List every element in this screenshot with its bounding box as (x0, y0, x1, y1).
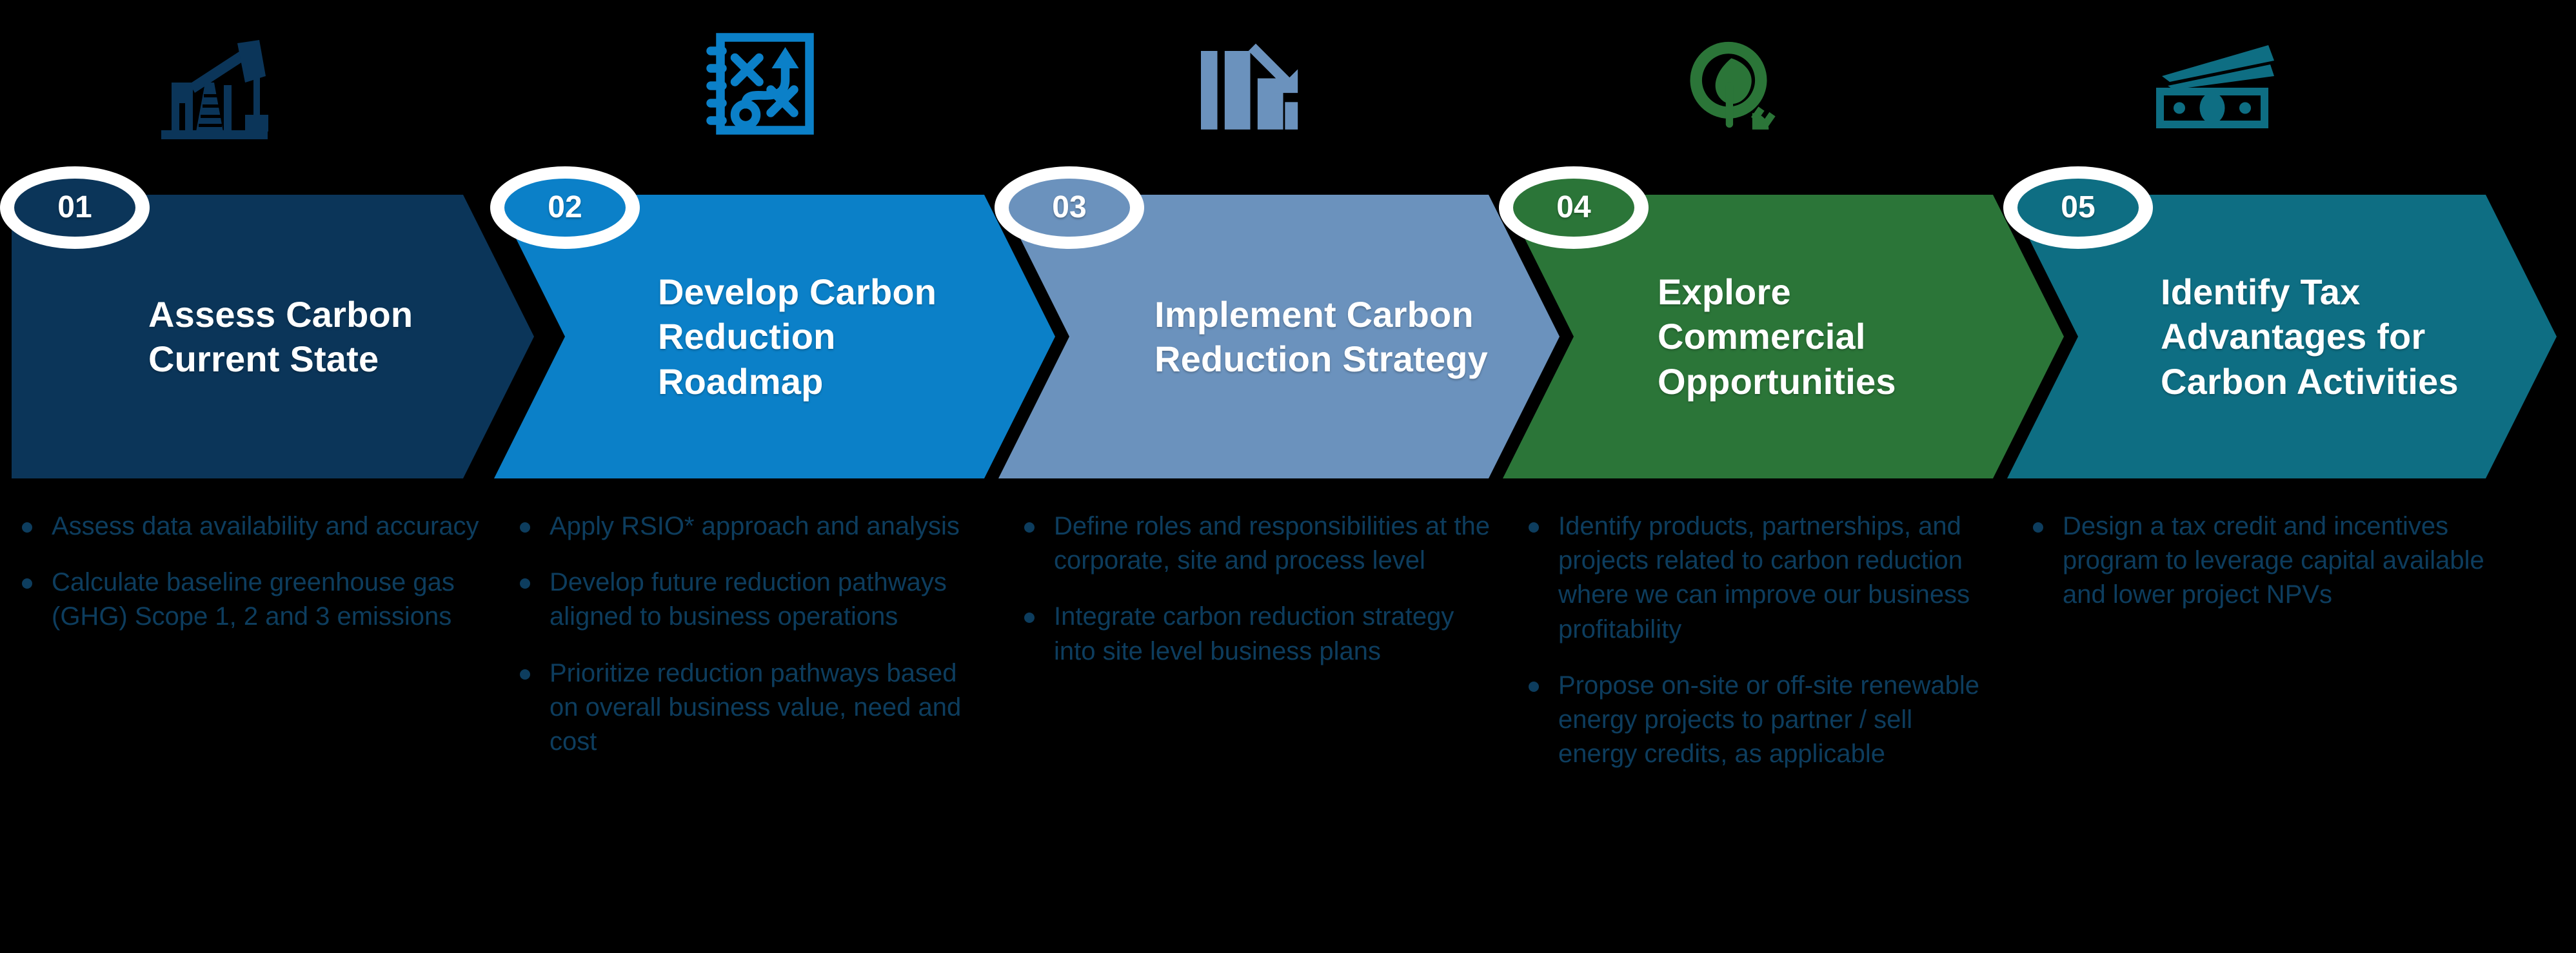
badge-step-4[interactable]: 04 (1499, 166, 1649, 249)
step-5-icon-slot (2115, 6, 2309, 161)
badge-5-inner: 05 (2017, 179, 2139, 237)
list-item: Identify products, partnerships, and pro… (1518, 509, 1996, 647)
badge-3-inner: 03 (1009, 179, 1130, 237)
step-1-icon-slot (116, 6, 310, 161)
list-item: Apply RSIO* approach and analysis (510, 509, 987, 544)
chevron-step-2[interactable] (494, 195, 1055, 478)
badge-step-1[interactable]: 01 (0, 166, 150, 249)
chevron-step-1[interactable] (12, 195, 534, 478)
badge-step-3[interactable]: 03 (995, 166, 1144, 249)
badge-4-inner: 04 (1513, 179, 1634, 237)
bullets-step-4: Identify products, partnerships, and pro… (1518, 509, 1996, 793)
step-3-icon-slot (1148, 6, 1342, 161)
badge-step-5[interactable]: 05 (2003, 166, 2153, 249)
bullet-list-3: Define roles and responsibilities at the… (1014, 509, 1491, 669)
list-item: Design a tax credit and incentives progr… (2023, 509, 2500, 613)
bullet-list-1: Assess data availability and accuracy Ca… (12, 509, 489, 634)
bullets-step-3: Define roles and responsibilities at the… (1014, 509, 1491, 691)
step-2-icon-slot (664, 6, 858, 161)
leaf-plug-icon (1690, 41, 1776, 130)
list-item: Define roles and responsibilities at the… (1014, 509, 1491, 578)
badge-3-number: 03 (1052, 190, 1087, 224)
list-item: Prioritize reduction pathways based on o… (510, 656, 987, 760)
process-chevron-band: Assess Carbon Current State Develop Carb… (0, 195, 2576, 478)
list-item: Calculate baseline greenhouse gas (GHG) … (12, 565, 489, 634)
badge-1-inner: 01 (14, 179, 135, 237)
bullets-step-5: Design a tax credit and incentives progr… (2023, 509, 2500, 634)
badge-step-2[interactable]: 02 (490, 166, 640, 249)
bullet-list-5: Design a tax credit and incentives progr… (2023, 509, 2500, 613)
list-item: Propose on-site or off-site renewable en… (1518, 669, 1996, 772)
bullets-step-1: Assess data availability and accuracy Ca… (12, 509, 489, 656)
badge-2-number: 02 (548, 190, 582, 224)
list-item: Integrate carbon reduction strategy into… (1014, 600, 1491, 668)
bullet-list-4: Identify products, partnerships, and pro… (1518, 509, 1996, 771)
list-item: Assess data availability and accuracy (12, 509, 489, 544)
icon-row (0, 0, 2576, 193)
chevron-step-5[interactable] (2007, 195, 2576, 478)
oil-pumpjack-icon (161, 40, 268, 139)
badge-2-inner: 02 (504, 179, 626, 237)
banknotes-money-icon (2156, 45, 2274, 128)
chevron-step-3[interactable] (998, 195, 1560, 478)
bullet-columns: Assess data availability and accuracy Ca… (0, 509, 2576, 953)
bullets-step-2: Apply RSIO* approach and analysis Develo… (510, 509, 987, 781)
strategy-playbook-icon (706, 33, 814, 135)
chevron-step-4[interactable] (1503, 195, 2064, 478)
badge-4-number: 04 (1556, 190, 1591, 224)
list-item: Develop future reduction pathways aligne… (510, 565, 987, 634)
bullet-list-2: Apply RSIO* approach and analysis Develo… (510, 509, 987, 759)
badge-1-number: 01 (57, 190, 92, 224)
step-4-icon-slot (1632, 6, 1825, 161)
badge-5-number: 05 (2061, 190, 2095, 224)
declining-bar-chart-icon (1201, 43, 1298, 130)
